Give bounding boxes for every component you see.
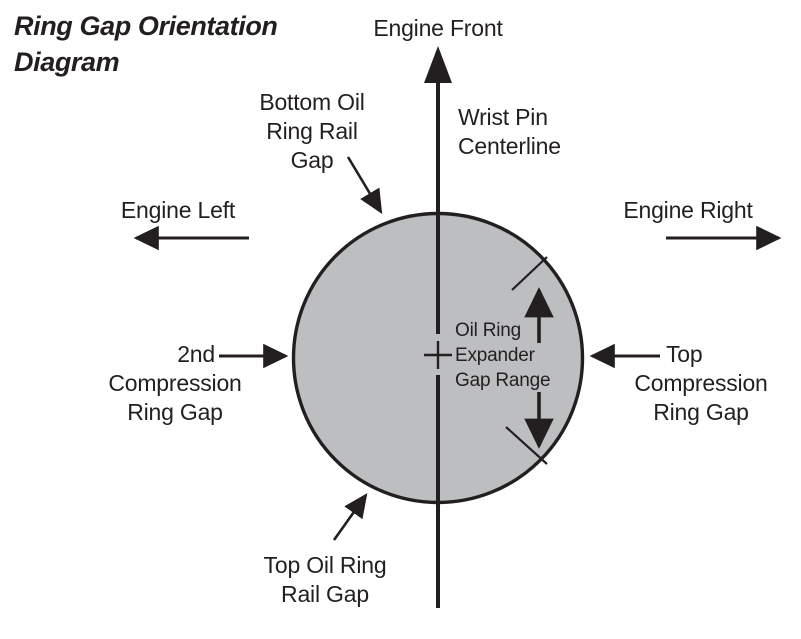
label-oil-ring-expander-gap-range: Oil Ring Expander Gap Range (455, 320, 551, 391)
label-engine-right: Engine Right (623, 197, 753, 223)
bottom-oil-ring-rail-gap-arrow (346, 156, 383, 215)
label-top-compression-ring-gap-line-3: Ring Gap (653, 399, 749, 425)
label-wrist-pin-centerline: Wrist Pin Centerline (458, 104, 561, 159)
top-oil-ring-rail-gap-arrow (332, 493, 368, 541)
label-second-compression-ring-gap-line-1: 2nd (177, 341, 215, 367)
label-top-compression-ring-gap-line-2: Compression (634, 370, 768, 396)
engine-front-arrowhead (424, 46, 452, 83)
label-top-compression-ring-gap-line-1: Top (666, 341, 703, 367)
label-bottom-oil-ring-rail-gap: Bottom Oil Ring Rail Gap (259, 89, 365, 173)
label-second-compression-ring-gap-line-2: Compression (108, 370, 242, 396)
label-engine-front: Engine Front (373, 15, 503, 41)
label-top-oil-ring-rail-gap: Top Oil Ring Rail Gap (263, 552, 387, 607)
expander-range-upper-tick (511, 256, 548, 291)
center-cross-mark (424, 341, 452, 369)
page-title-line-1: Ring Gap Orientation (14, 11, 278, 41)
label-second-compression-ring-gap-line-3: Ring Gap (127, 399, 223, 425)
page-title-line-2: Diagram (14, 47, 120, 77)
label-engine-left: Engine Left (120, 197, 236, 223)
